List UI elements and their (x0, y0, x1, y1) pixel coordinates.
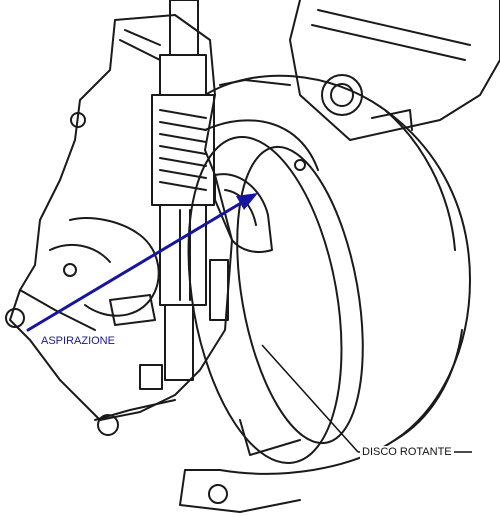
housing-bolts (208, 159, 306, 504)
jet-block (109, 259, 229, 390)
rotary-disc-label: DISCO ROTANTE (360, 446, 454, 459)
intake-arrow (26, 193, 258, 332)
crankcase-housing (179, 74, 471, 513)
carburetor (5, 14, 233, 436)
disc-callout-line (261, 344, 359, 453)
rotary-disc (187, 119, 364, 464)
intake-label: ASPIRAZIONE (38, 335, 118, 348)
slide-valve (119, 0, 215, 381)
piston (289, 0, 500, 141)
